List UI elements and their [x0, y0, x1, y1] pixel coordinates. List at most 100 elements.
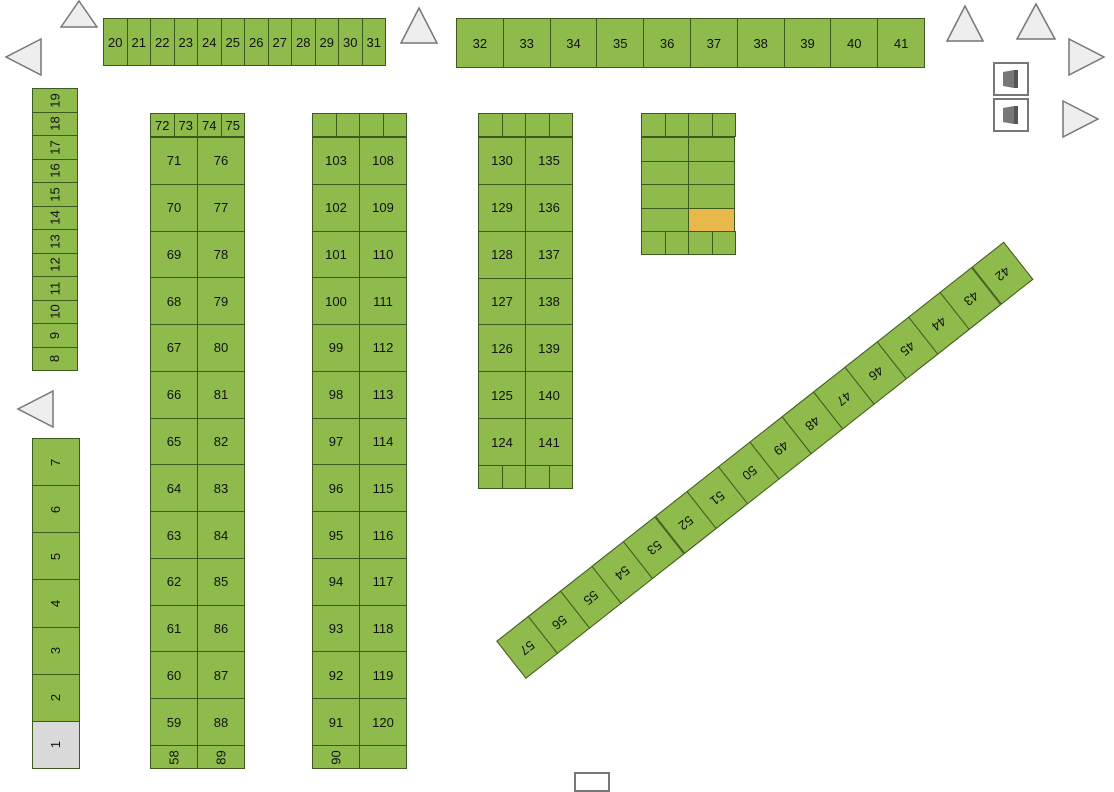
stall-68[interactable]: 68 [150, 277, 198, 326]
door-icon[interactable] [993, 98, 1029, 132]
stall-70[interactable]: 70 [150, 183, 198, 232]
stall-empty[interactable] [688, 184, 735, 209]
stall-6[interactable]: 6 [32, 485, 80, 534]
stall-110[interactable]: 110 [359, 230, 407, 279]
stall-141[interactable]: 141 [525, 418, 573, 466]
stall-101[interactable]: 101 [312, 230, 360, 279]
stall-empty[interactable] [641, 137, 689, 162]
arrow-left-icon[interactable] [16, 390, 54, 428]
stall-empty[interactable] [478, 113, 503, 137]
stall-empty[interactable] [359, 113, 384, 137]
stall-58[interactable]: 58 [150, 745, 198, 769]
stall-79[interactable]: 79 [197, 277, 245, 326]
stall-3[interactable]: 3 [32, 626, 80, 675]
stall-94[interactable]: 94 [312, 557, 360, 606]
stall-8[interactable]: 8 [32, 346, 78, 371]
stall-78[interactable]: 78 [197, 230, 245, 279]
stall-66[interactable]: 66 [150, 370, 198, 419]
stall-97[interactable]: 97 [312, 417, 360, 466]
stall-88[interactable]: 88 [197, 698, 245, 746]
stall-135[interactable]: 135 [525, 137, 573, 185]
stall-82[interactable]: 82 [197, 417, 245, 466]
stall-17[interactable]: 17 [32, 135, 78, 160]
stall-91[interactable]: 91 [312, 698, 360, 746]
stall-75[interactable]: 75 [220, 113, 245, 137]
stall-5[interactable]: 5 [32, 532, 80, 581]
stall-empty[interactable] [688, 207, 735, 232]
stall-112[interactable]: 112 [359, 324, 407, 372]
stall-90[interactable]: 90 [312, 745, 360, 769]
stall-76[interactable]: 76 [197, 137, 245, 185]
stall-93[interactable]: 93 [312, 604, 360, 653]
stall-118[interactable]: 118 [359, 604, 407, 653]
stall-25[interactable]: 25 [220, 18, 245, 66]
door-icon[interactable] [993, 62, 1029, 96]
stall-37[interactable]: 37 [690, 18, 738, 68]
stall-empty[interactable] [312, 113, 337, 137]
stall-72[interactable]: 72 [150, 113, 175, 137]
stall-empty[interactable] [478, 465, 503, 489]
stall-120[interactable]: 120 [359, 698, 407, 746]
stall-40[interactable]: 40 [830, 18, 879, 68]
stall-14[interactable]: 14 [32, 205, 78, 230]
stall-95[interactable]: 95 [312, 511, 360, 559]
stall-99[interactable]: 99 [312, 324, 360, 372]
stall-140[interactable]: 140 [525, 371, 573, 420]
stall-115[interactable]: 115 [359, 464, 407, 513]
stall-111[interactable]: 111 [359, 277, 407, 326]
stall-empty[interactable] [382, 113, 407, 137]
stall-65[interactable]: 65 [150, 417, 198, 466]
stall-74[interactable]: 74 [197, 113, 222, 137]
stall-31[interactable]: 31 [361, 18, 386, 66]
stall-127[interactable]: 127 [478, 277, 526, 326]
stall-124[interactable]: 124 [478, 418, 526, 466]
stall-109[interactable]: 109 [359, 183, 407, 232]
stall-71[interactable]: 71 [150, 137, 198, 185]
stall-27[interactable]: 27 [267, 18, 292, 66]
arrow-up-icon[interactable] [60, 0, 98, 28]
stall-89[interactable]: 89 [197, 745, 245, 769]
stall-2[interactable]: 2 [32, 673, 80, 722]
door-icon[interactable] [574, 772, 610, 792]
stall-empty[interactable] [688, 160, 735, 185]
stall-empty[interactable] [548, 113, 573, 137]
stall-21[interactable]: 21 [126, 18, 151, 66]
stall-138[interactable]: 138 [525, 277, 573, 326]
stall-29[interactable]: 29 [314, 18, 339, 66]
stall-30[interactable]: 30 [338, 18, 363, 66]
stall-87[interactable]: 87 [197, 651, 245, 700]
stall-35[interactable]: 35 [596, 18, 645, 68]
stall-13[interactable]: 13 [32, 229, 78, 254]
stall-empty[interactable] [641, 113, 666, 137]
stall-96[interactable]: 96 [312, 464, 360, 513]
stall-60[interactable]: 60 [150, 651, 198, 700]
stall-empty[interactable] [641, 184, 689, 209]
stall-20[interactable]: 20 [103, 18, 128, 66]
stall-128[interactable]: 128 [478, 230, 526, 279]
stall-16[interactable]: 16 [32, 158, 78, 183]
stall-empty[interactable] [501, 465, 526, 489]
stall-86[interactable]: 86 [197, 604, 245, 653]
stall-83[interactable]: 83 [197, 464, 245, 513]
stall-139[interactable]: 139 [525, 324, 573, 373]
stall-103[interactable]: 103 [312, 137, 360, 185]
stall-136[interactable]: 136 [525, 183, 573, 232]
stall-84[interactable]: 84 [197, 511, 245, 559]
stall-80[interactable]: 80 [197, 324, 245, 372]
stall-59[interactable]: 59 [150, 698, 198, 746]
stall-41[interactable]: 41 [877, 18, 925, 68]
stall-4[interactable]: 4 [32, 579, 80, 628]
stall-empty[interactable] [688, 231, 713, 255]
stall-81[interactable]: 81 [197, 370, 245, 419]
stall-empty[interactable] [688, 137, 735, 162]
stall-125[interactable]: 125 [478, 371, 526, 420]
stall-113[interactable]: 113 [359, 370, 407, 419]
stall-11[interactable]: 11 [32, 276, 78, 301]
stall-26[interactable]: 26 [244, 18, 269, 66]
arrow-left-icon[interactable] [4, 38, 42, 76]
stall-empty[interactable] [525, 113, 550, 137]
stall-62[interactable]: 62 [150, 557, 198, 606]
stall-129[interactable]: 129 [478, 183, 526, 232]
stall-empty[interactable] [641, 160, 689, 185]
stall-114[interactable]: 114 [359, 417, 407, 466]
